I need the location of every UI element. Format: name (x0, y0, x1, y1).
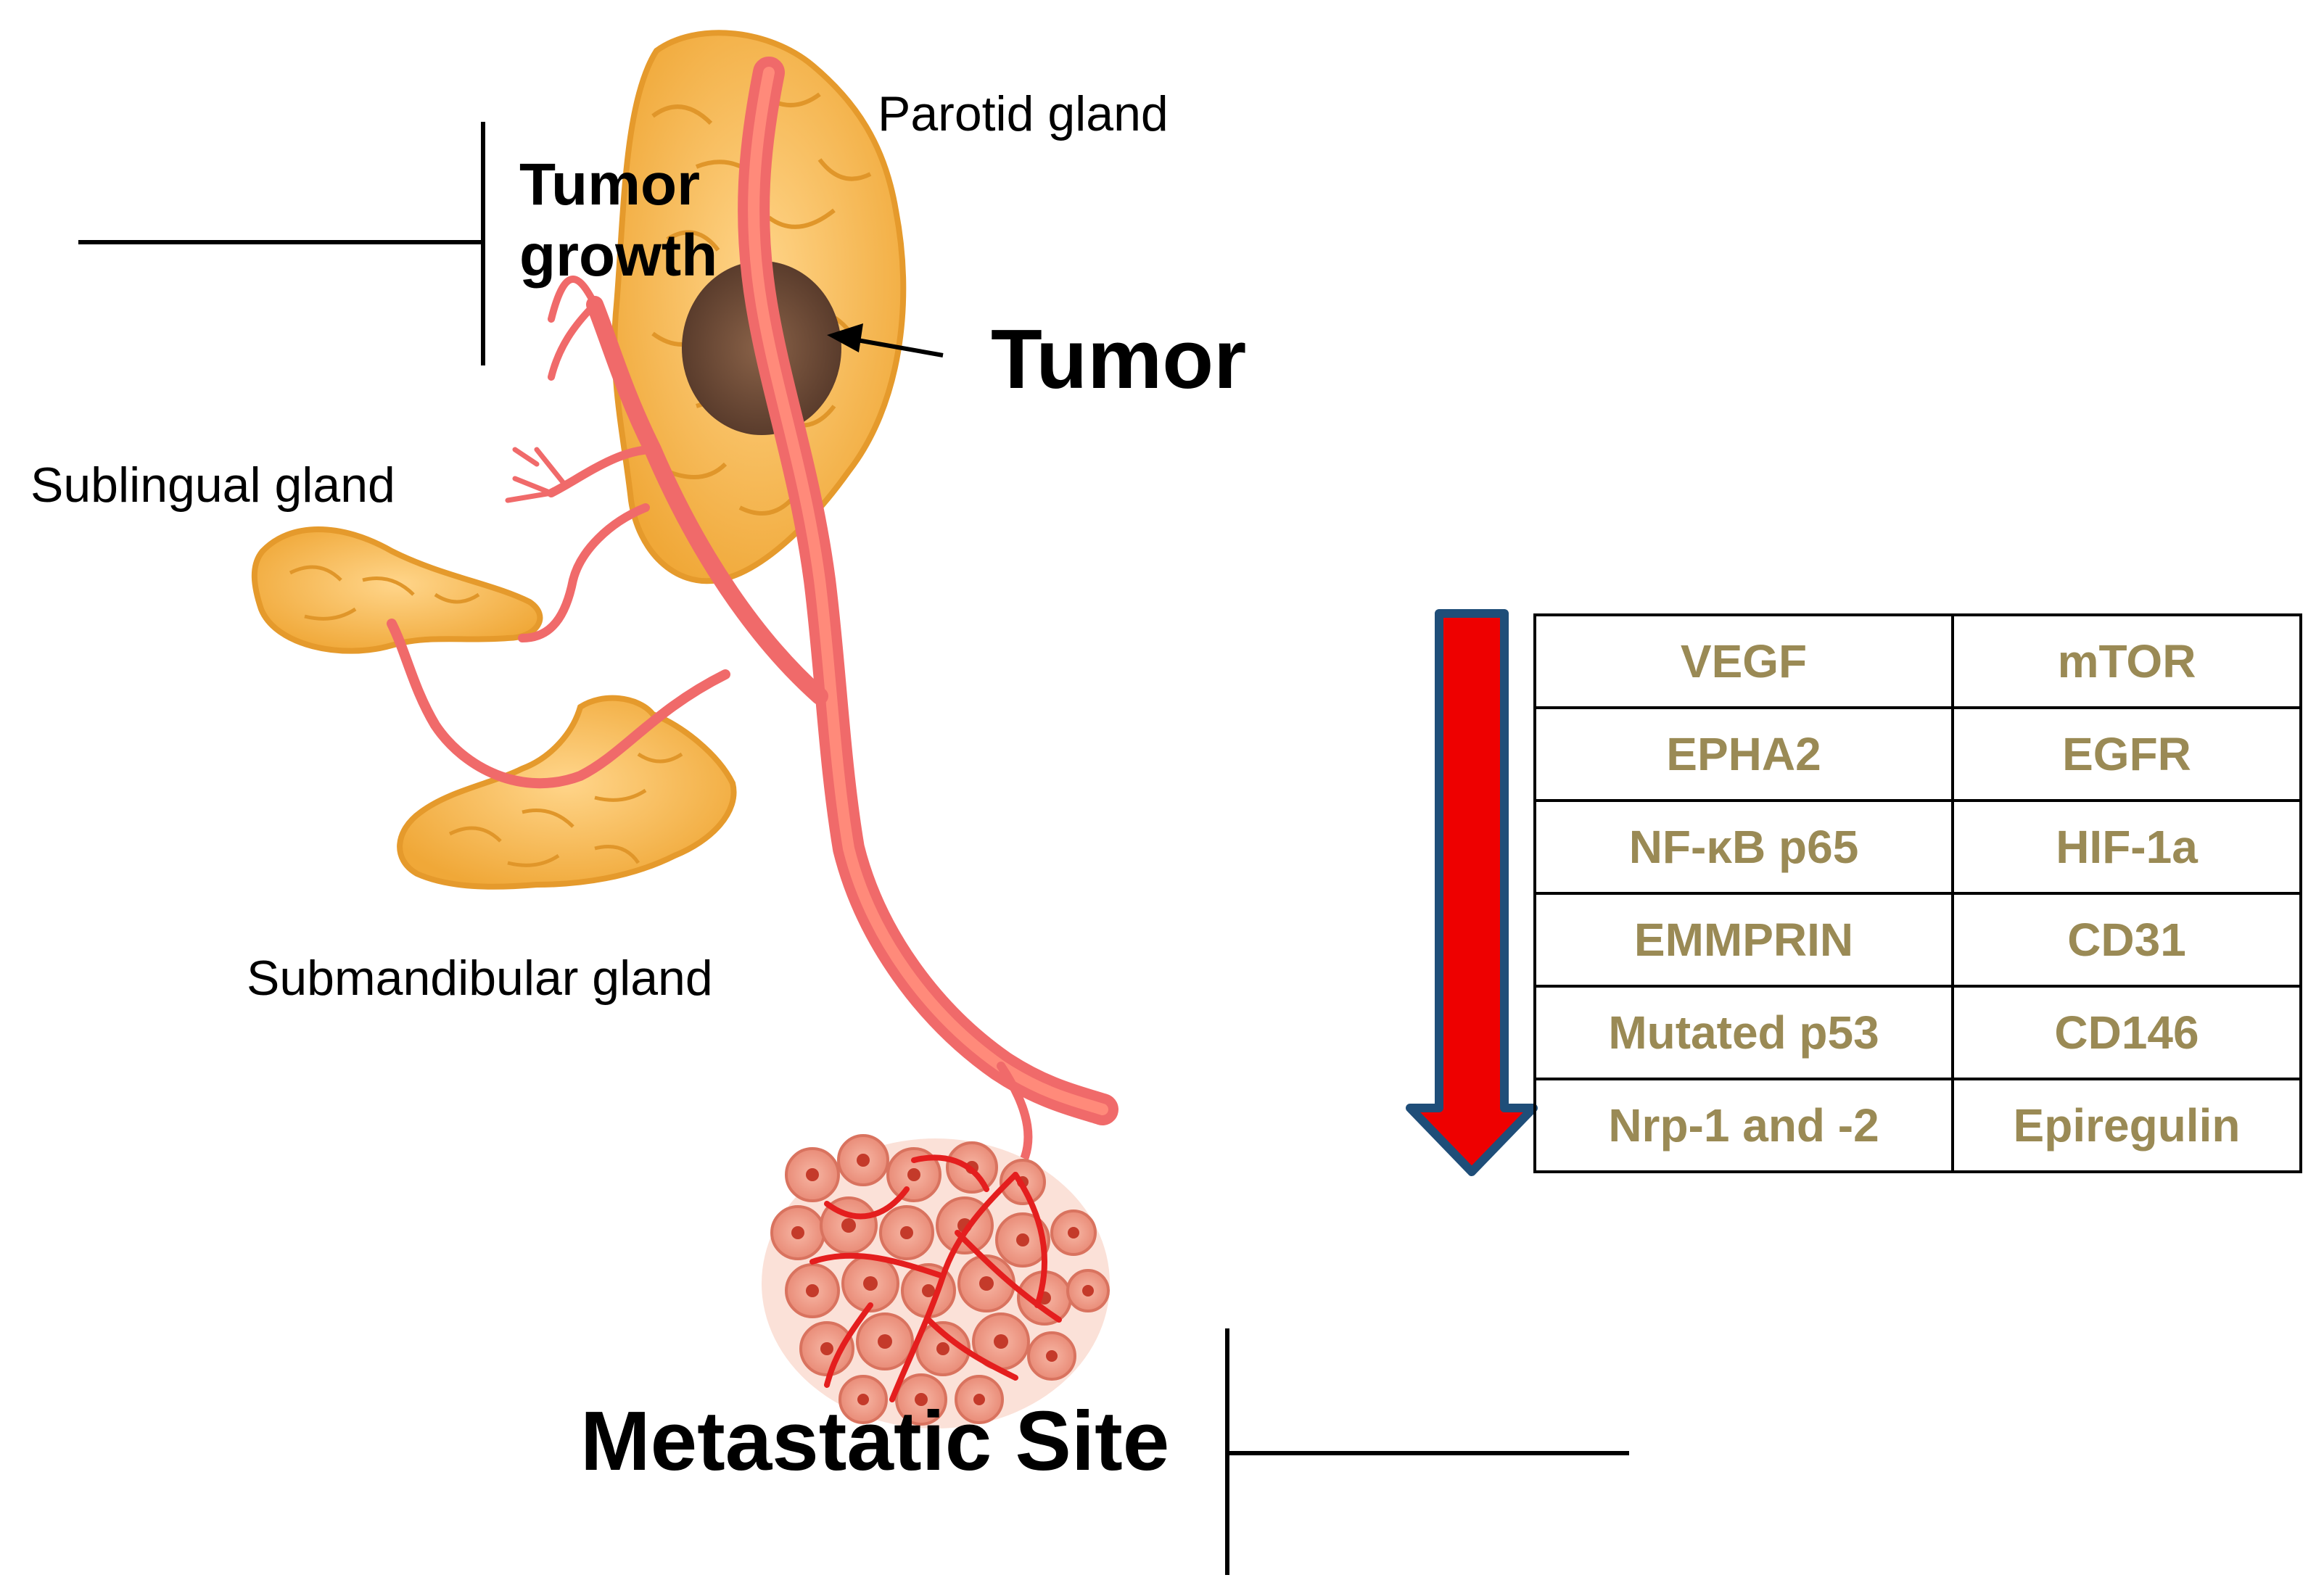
marker-cell: EMMPRIN (1533, 892, 1954, 988)
tumor-pointer-arrow (827, 323, 944, 357)
down-arrow (1406, 609, 1538, 1176)
parotid-gland-label: Parotid gland (878, 86, 1169, 141)
table-row: VEGF mTOR (1533, 613, 2302, 709)
tumor-growth-line-2: growth (519, 223, 718, 289)
tumor-label: Tumor (991, 312, 1247, 406)
submandibular-gland-label: Submandibular gland (247, 951, 713, 1006)
sublingual-gland (251, 526, 543, 654)
marker-cell: HIF-1a (1951, 799, 2302, 895)
table-row: Nrp-1 and -2 Epiregulin (1533, 1078, 2302, 1173)
marker-cell: mTOR (1951, 613, 2302, 709)
metastatic-site-label: Metastatic Site (580, 1394, 1170, 1488)
marker-cell: Nrp-1 and -2 (1533, 1078, 1954, 1173)
tumor-growth-label: Tumor growth (519, 149, 717, 292)
marker-cell: CD146 (1951, 985, 2302, 1080)
marker-cell: CD31 (1951, 892, 2302, 988)
marker-cell: VEGF (1533, 613, 1954, 709)
table-row: EMMPRIN CD31 (1533, 892, 2302, 988)
marker-cell: EPHA2 (1533, 706, 1954, 802)
marker-cell: Mutated p53 (1533, 985, 1954, 1080)
marker-table: VEGF mTOR EPHA2 EGFR NF-κB p65 HIF-1a EM… (1533, 613, 2302, 1173)
table-row: EPHA2 EGFR (1533, 706, 2302, 802)
table-row: NF-κB p65 HIF-1a (1533, 799, 2302, 895)
marker-cell: Epiregulin (1951, 1078, 2302, 1173)
tumor-growth-line-1: Tumor (519, 152, 701, 218)
sublingual-gland-label: Sublingual gland (30, 458, 395, 513)
submandibular-gland (397, 695, 737, 890)
marker-cell: EGFR (1951, 706, 2302, 802)
marker-cell: NF-κB p65 (1533, 799, 1954, 895)
metastatic-inhibition-bar (1225, 1328, 1629, 1575)
table-row: Mutated p53 CD146 (1533, 985, 2302, 1080)
tumor-growth-inhibition-bar (78, 122, 485, 365)
vessel-tree (387, 57, 1118, 1179)
metastatic-cell-cluster (762, 1134, 1110, 1428)
